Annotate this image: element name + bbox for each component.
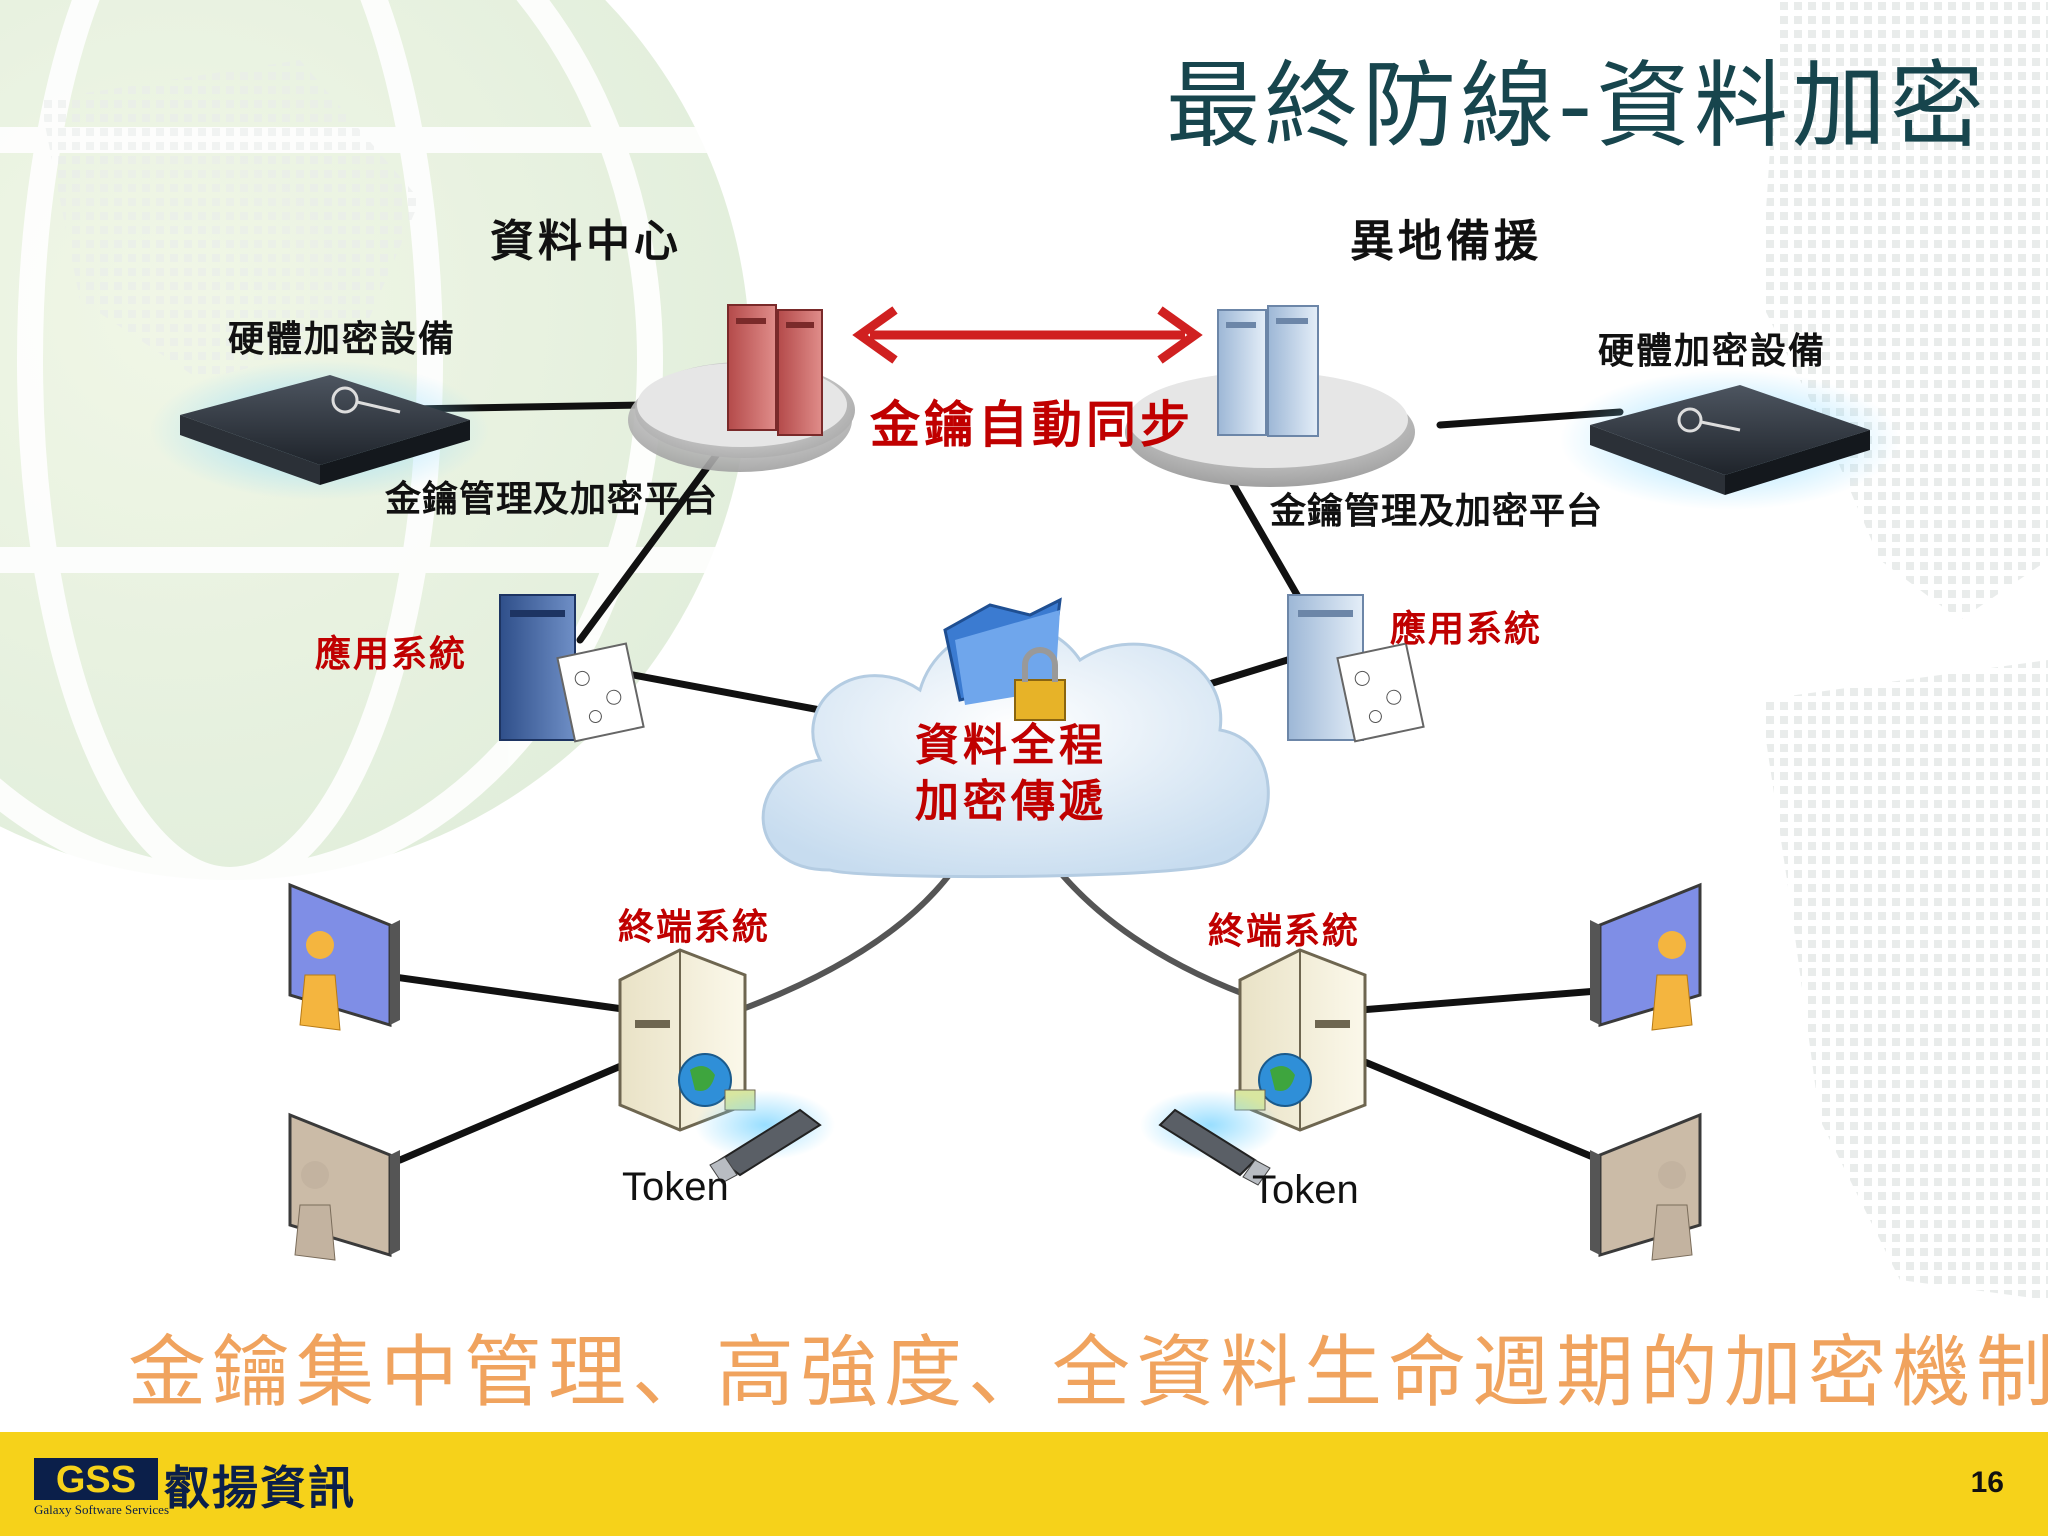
logo-english-name: Galaxy Software Services xyxy=(34,1502,170,1517)
gss-logo-icon: GSS xyxy=(34,1458,158,1500)
key-icon xyxy=(331,386,359,414)
usb-token-icon-left xyxy=(695,1090,835,1184)
key-sync-label: 金鑰自動同步 xyxy=(870,396,1194,454)
terminal-workstation-icon-right xyxy=(1234,948,1367,1132)
token-label-left: Token xyxy=(622,1165,729,1209)
backup-server-icon xyxy=(1217,305,1319,437)
folder-lock-icon xyxy=(943,597,1066,721)
app-system-label-left: 應用系統 xyxy=(315,634,468,675)
cloud-icon xyxy=(761,623,1270,879)
app-server-icon-left xyxy=(499,594,645,743)
terminal-label-right: 終端系統 xyxy=(1208,911,1361,952)
footer-bar: GSS 叡揚資訊 Galaxy Software Services 16 xyxy=(0,1432,2048,1536)
key-icon xyxy=(1677,407,1703,433)
svg-text:GSS: GSS xyxy=(56,1459,136,1500)
hardware-encryption-device-icon-right xyxy=(1560,370,1900,510)
hw-device-label-left: 硬體加密設備 xyxy=(228,319,457,360)
page-title: 最終防線-資料加密 xyxy=(1166,52,1988,161)
monitor-user-icon-bottom-right xyxy=(1590,1112,1702,1261)
sync-arrow-icon xyxy=(852,306,1203,364)
monitor-user-icon-top-left xyxy=(288,882,400,1031)
logo-chinese-name: 叡揚資訊 xyxy=(164,1461,356,1515)
usb-token-icon-right xyxy=(1140,1090,1280,1186)
hw-device-label-right: 硬體加密設備 xyxy=(1598,331,1827,372)
data-center-server-icon xyxy=(727,304,823,436)
monitor-user-icon-bottom-left xyxy=(288,1112,400,1261)
world-dot-map xyxy=(40,0,2048,1300)
hardware-encryption-device-icon-left xyxy=(150,360,490,500)
app-system-label-right: 應用系統 xyxy=(1390,609,1543,650)
slogan: 金鑰集中管理、高強度、全資料生命週期的加密機制 xyxy=(128,1328,2048,1418)
data-center-title: 資料中心 xyxy=(490,216,682,267)
terminal-workstation-icon-left xyxy=(618,948,756,1132)
cloud-label-line1: 資料全程 xyxy=(915,720,1107,771)
cloud-label-line2: 加密傳遞 xyxy=(915,776,1107,827)
upload-arrows xyxy=(738,858,1262,1013)
platform-label-right: 金鑰管理及加密平台 xyxy=(1270,491,1604,532)
backup-site-title: 異地備援 xyxy=(1350,216,1542,267)
token-label-right: Token xyxy=(1252,1168,1359,1212)
page-number: 16 xyxy=(1970,1466,2004,1499)
platform-label-left: 金鑰管理及加密平台 xyxy=(385,479,719,520)
terminal-label-left: 終端系統 xyxy=(618,907,771,948)
monitor-user-icon-top-right xyxy=(1590,882,1702,1031)
app-server-icon-right xyxy=(1287,594,1425,743)
cloud-label: 資料全程 加密傳遞 xyxy=(915,718,1107,830)
